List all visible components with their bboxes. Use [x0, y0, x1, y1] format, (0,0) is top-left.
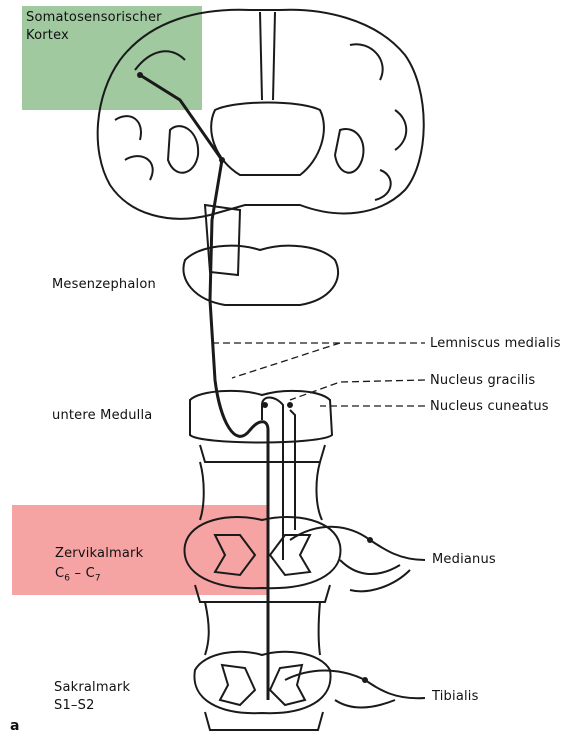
- medianus-ganglion: [367, 537, 373, 543]
- label-nucleus-gracilis: Nucleus gracilis: [430, 372, 535, 389]
- label-sacral-line2: S1–S2: [54, 697, 95, 714]
- label-lemniscus-medialis: Lemniscus medialis: [430, 335, 561, 352]
- sacral-cord-slab: [205, 712, 323, 730]
- brain-gyri-left: [115, 51, 185, 180]
- label-sacral-line1: Sakralmark: [54, 679, 130, 696]
- leader-gracilis: [290, 380, 425, 400]
- cuneatus-fibre: [290, 410, 295, 530]
- label-cervical-line2: C6 – C7: [55, 565, 101, 588]
- thalamus-left: [168, 126, 198, 173]
- cuneatus-neuron: [287, 402, 293, 408]
- cord-left-edge: [200, 462, 209, 655]
- cord-right-edge: [316, 462, 322, 655]
- tibialis-ganglion: [362, 677, 368, 683]
- brain-midline: [260, 12, 275, 100]
- ascending-tract: [140, 75, 268, 700]
- label-cervical-sub2: 7: [95, 574, 101, 584]
- leader-lemniscus: [212, 343, 425, 378]
- label-mesencephalon: Mesenzephalon: [52, 276, 156, 293]
- label-nucleus-cuneatus: Nucleus cuneatus: [430, 398, 549, 415]
- sacral-cord: [194, 652, 330, 713]
- label-cervical-dash: – C: [70, 566, 95, 581]
- medulla-slab: [200, 445, 325, 462]
- label-cortex-line1: Somatosensorischer: [26, 9, 162, 26]
- mesencephalon-shape: [183, 246, 338, 305]
- cervical-grey-matter: [215, 535, 310, 575]
- label-medianus: Medianus: [432, 551, 496, 568]
- thalamus-neuron: [219, 157, 225, 163]
- gracilis-neuron: [262, 402, 268, 408]
- label-cervical-c: C: [55, 566, 64, 581]
- ventricles: [211, 103, 324, 176]
- figure-letter: a: [10, 718, 19, 734]
- label-lower-medulla: untere Medulla: [52, 407, 152, 424]
- label-cortex-line2: Kortex: [26, 27, 69, 44]
- cortex-neuron: [137, 72, 143, 78]
- label-cervical-line1: Zervikalmark: [55, 545, 143, 562]
- tibialis-nerve: [285, 671, 425, 708]
- thalamus-right: [335, 129, 363, 173]
- brain-gyri-right: [350, 44, 406, 200]
- sacral-grey-matter: [220, 665, 305, 705]
- label-tibialis: Tibialis: [432, 688, 479, 705]
